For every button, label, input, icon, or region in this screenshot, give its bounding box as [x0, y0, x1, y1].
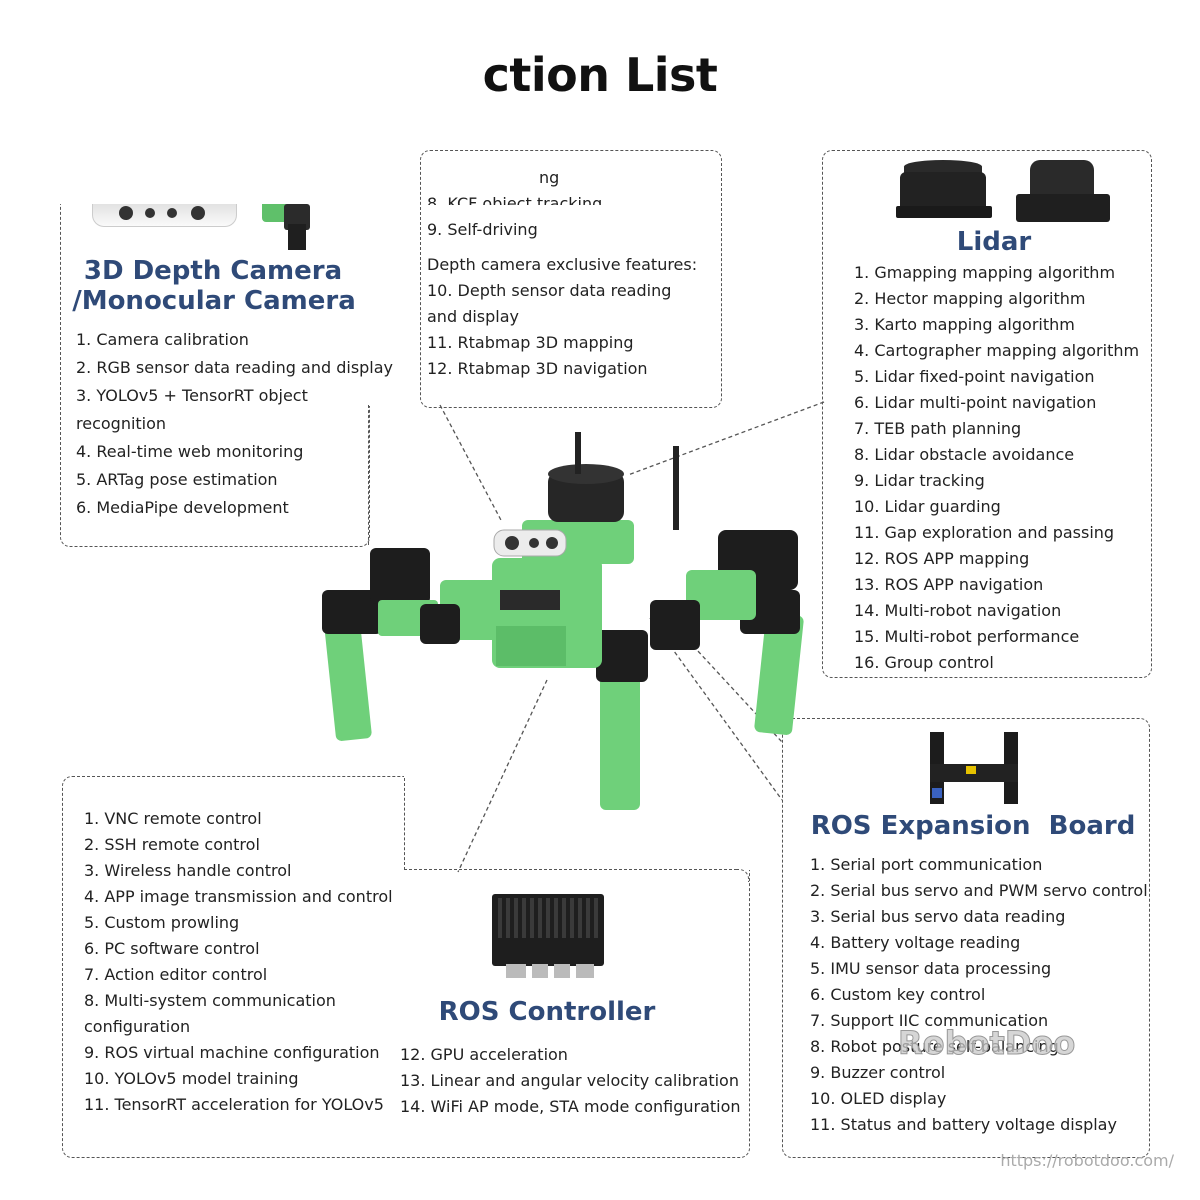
depth-item-partial-second: 8. KCF object tracking — [427, 194, 603, 213]
list-item: 8. Multi-system communication — [84, 991, 336, 1010]
depth-item: 10. Depth sensor data reading — [427, 281, 672, 300]
list-item: 11. Gap exploration and passing — [854, 523, 1115, 542]
list-item: 14. Multi-robot navigation — [854, 601, 1062, 620]
depth-item-self-driving: 9. Self-driving — [427, 220, 538, 239]
robot-legs — [322, 530, 804, 810]
depth-item: 12. Rtabmap 3D navigation — [427, 359, 648, 378]
list-item: 2. Hector mapping algorithm — [854, 289, 1086, 308]
lens-icon — [191, 206, 205, 220]
list-item: 6. PC software control — [84, 939, 260, 958]
depth-item-partial-top: ng — [539, 168, 560, 187]
camera-feature-list: 1. Camera calibration 2. RGB sensor data… — [76, 326, 393, 522]
list-item: 4. Battery voltage reading — [810, 933, 1021, 952]
list-item: 8. Lidar obstacle avoidance — [854, 445, 1075, 464]
list-item: 1. VNC remote control — [84, 809, 262, 828]
list-item: 9. Buzzer control — [810, 1063, 946, 1082]
controller-board-image — [492, 894, 604, 986]
controller-panel-notch-corner — [736, 869, 749, 882]
lens-icon — [145, 208, 155, 218]
list-item: 10. OLED display — [810, 1089, 947, 1108]
depth-features-panel: ng 8. KCF object tracking 9. Self-drivin… — [420, 150, 722, 408]
list-item: 11. Status and battery voltage display — [810, 1115, 1117, 1134]
page-title: ction List — [482, 48, 718, 102]
list-item: 5. ARTag pose estimation — [76, 470, 278, 489]
list-item: 10. YOLOv5 model training — [84, 1069, 299, 1088]
list-item: 6. MediaPipe development — [76, 498, 289, 517]
list-item: 16. Group control — [854, 653, 994, 672]
list-item: 4. Real-time web monitoring — [76, 442, 304, 461]
list-item: 4. APP image transmission and control — [84, 887, 393, 906]
list-item: 7. Support IIC communication — [810, 1011, 1049, 1030]
list-item: 7. Action editor control — [84, 965, 268, 984]
expansion-board-panel — [782, 718, 1150, 1158]
depth-subtitle: Depth camera exclusive features: — [427, 255, 698, 274]
list-item: 4. Cartographer mapping algorithm — [854, 341, 1140, 360]
list-item: 5. Lidar fixed-point navigation — [854, 367, 1095, 386]
list-item: 14. WiFi AP mode, STA mode configuration — [400, 1097, 741, 1116]
list-item: 15. Multi-robot performance — [854, 627, 1080, 646]
controller-feature-list-left: 1. VNC remote control 2. SSH remote cont… — [84, 806, 393, 1118]
camera-panel-cover — [50, 140, 420, 204]
camera-panel-right-cover — [368, 200, 420, 406]
list-item: 6. Lidar multi-point navigation — [854, 393, 1097, 412]
watermark: RobotDoo — [897, 1024, 1076, 1063]
list-item: 13. ROS APP navigation — [854, 575, 1044, 594]
list-item: 3. Serial bus servo data reading — [810, 907, 1066, 926]
controller-heading: ROS Controller — [438, 997, 656, 1027]
robot-body — [492, 432, 679, 668]
lens-icon — [167, 208, 177, 218]
camera-heading: 3D Depth Camera /Monocular Camera — [60, 256, 378, 316]
controller-panel-notch-v — [404, 778, 405, 870]
expansion-board-image — [926, 732, 1022, 804]
list-item: 2. SSH remote control — [84, 835, 260, 854]
list-item: 9. Lidar tracking — [854, 471, 985, 490]
list-item: 2. RGB sensor data reading and display — [76, 358, 394, 377]
list-item: 3. Karto mapping algorithm — [854, 315, 1075, 334]
controller-panel-notch-h — [404, 869, 737, 870]
list-item: 11. TensorRT acceleration for YOLOv5 — [84, 1095, 384, 1114]
list-item: 3. Wireless handle control — [84, 861, 292, 880]
list-item: 1. Camera calibration — [76, 330, 249, 349]
list-item: 3. YOLOv5 + TensorRT object — [76, 386, 308, 405]
depth-item: and display — [427, 307, 519, 326]
monocular-camera-image — [258, 204, 322, 250]
controller-feature-list-right: 12. GPU acceleration 13. Linear and angu… — [400, 1042, 741, 1120]
list-item: 2. Serial bus servo and PWM servo contro… — [810, 881, 1148, 900]
list-item: 5. IMU sensor data processing — [810, 959, 1052, 978]
list-item: 1. Gmapping mapping algorithm — [854, 263, 1116, 282]
list-item: recognition — [76, 414, 167, 433]
lidar-feature-list: 1. Gmapping mapping algorithm 2. Hector … — [854, 260, 1139, 676]
depth-camera-image — [92, 204, 237, 227]
expansion-feature-list: 1. Serial port communication 2. Serial b… — [810, 852, 1148, 1138]
list-item: 12. GPU acceleration — [400, 1045, 568, 1064]
lidar-image-round — [896, 160, 992, 220]
list-item: 5. Custom prowling — [84, 913, 240, 932]
list-item: 1. Serial port communication — [810, 855, 1043, 874]
list-item: 10. Lidar guarding — [854, 497, 1001, 516]
lidar-image-square — [1016, 160, 1110, 222]
expansion-board-heading: ROS Expansion Board — [810, 811, 1136, 841]
camera-panel-extension — [368, 405, 370, 545]
depth-item: 11. Rtabmap 3D mapping — [427, 333, 634, 352]
list-item: 12. ROS APP mapping — [854, 549, 1030, 568]
lidar-heading: Lidar — [956, 227, 1032, 257]
list-item: 8. Robot posture self-balancing — [810, 1037, 1059, 1056]
controller-panel-notch-cover — [404, 770, 756, 870]
list-item: 7. TEB path planning — [854, 419, 1022, 438]
list-item: 6. Custom key control — [810, 985, 986, 1004]
list-item: configuration — [84, 1017, 191, 1036]
source-url[interactable]: https://robotdoo.com/ — [1000, 1151, 1174, 1170]
lens-icon — [119, 206, 133, 220]
lidar-panel — [822, 150, 1152, 678]
list-item: 9. ROS virtual machine configuration — [84, 1043, 380, 1062]
camera-heading-line1: 3D Depth Camera — [83, 256, 343, 286]
camera-heading-line2: /Monocular Camera — [72, 286, 356, 316]
list-item: 13. Linear and angular velocity calibrat… — [400, 1071, 739, 1090]
